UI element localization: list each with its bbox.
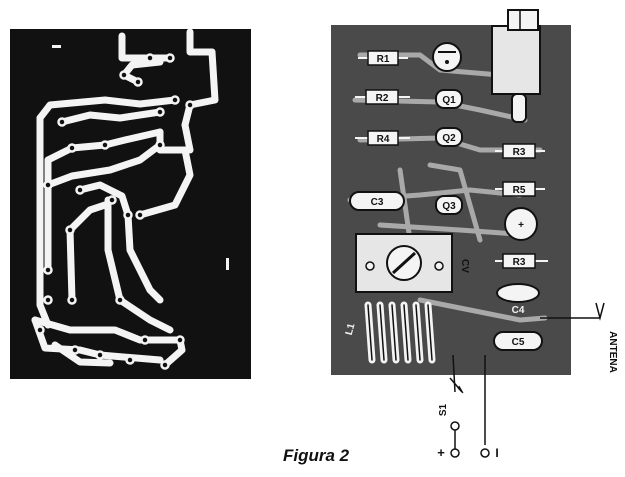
label-s1: S1 xyxy=(438,403,449,416)
capacitor-c5: C5 xyxy=(493,331,543,351)
label-q3: Q3 xyxy=(442,201,456,212)
transistor-q1: Q1 xyxy=(435,89,463,109)
label-q2: Q2 xyxy=(442,133,456,144)
trimmer-capacitor-cv: CV xyxy=(355,233,470,293)
led-component xyxy=(432,42,462,72)
pcb-mark xyxy=(226,258,229,270)
label-r5: R5 xyxy=(513,185,526,196)
label-q1: Q1 xyxy=(442,95,456,106)
label-r3-bottom: R3 xyxy=(513,257,526,268)
label-c4: C4 xyxy=(512,305,525,316)
figure-caption: Figura 2 xyxy=(283,446,350,465)
label-r2: R2 xyxy=(376,93,389,104)
svg-text:+: + xyxy=(518,220,524,231)
coil-l1: L1 xyxy=(344,301,436,364)
capacitor-c4: C4 xyxy=(496,283,540,316)
label-r3-top: R3 xyxy=(513,147,526,158)
capacitor-electrolytic: + xyxy=(504,207,538,241)
resistor-r3-bottom: R3 xyxy=(495,253,548,269)
label-c3: C3 xyxy=(371,197,384,208)
resistor-r1: R1 xyxy=(358,50,408,66)
label-l1: L1 xyxy=(344,322,358,337)
solder-pads xyxy=(35,53,195,370)
resistor-r3-top: R3 xyxy=(495,143,545,159)
antenna-label: ANTENA xyxy=(607,331,618,373)
transistor-q3: Q3 xyxy=(435,195,463,215)
label-cv: CV xyxy=(459,259,470,273)
power-switch-s1: S1 + I xyxy=(437,354,499,460)
terminal-plus-label: + xyxy=(437,445,445,460)
resistor-r5: R5 xyxy=(495,181,545,197)
pcb-component-layout: R1 R2 R4 R3 R5 R3 xyxy=(331,9,571,375)
resistor-r2: R2 xyxy=(355,89,410,105)
audio-jack xyxy=(491,9,541,123)
transistor-q2: Q2 xyxy=(435,127,463,147)
label-r4: R4 xyxy=(377,134,390,145)
label-r1: R1 xyxy=(377,54,390,65)
pcb-mark xyxy=(52,45,61,48)
terminal-minus-label: I xyxy=(495,446,498,460)
pcb-copper-layout xyxy=(10,28,251,379)
resistor-r4: R4 xyxy=(355,130,410,146)
capacitor-c3: C3 xyxy=(349,191,405,211)
label-c5: C5 xyxy=(512,337,525,348)
antenna: ANTENA xyxy=(540,302,618,373)
